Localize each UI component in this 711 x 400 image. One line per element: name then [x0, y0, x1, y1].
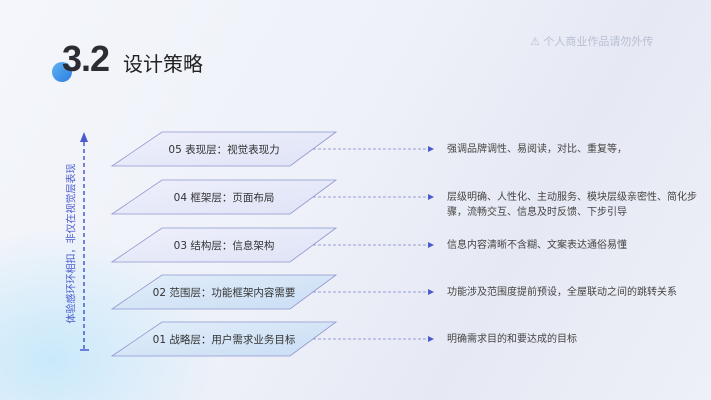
title-dot-icon — [52, 62, 72, 82]
layer-shape — [110, 227, 338, 263]
layer-description: 功能涉及范围度提前预设，全屋联动之间的跳转关系 — [447, 287, 677, 298]
layer-label: 05 表现层：视觉表现力 — [168, 144, 280, 156]
arrow-right-icon — [428, 194, 434, 200]
layer-description: 信息内容清晰不含糊、文案表达通俗易懂 — [447, 240, 627, 251]
layer-label: 03 结构层：信息架构 — [173, 240, 275, 252]
layer-label: 02 范围层：功能框架内容需要 — [152, 287, 296, 299]
watermark: ⚠ 个人商业作品请勿外传 — [530, 35, 654, 48]
layer-description: 明确需求目的和要达成的目标 — [447, 334, 577, 345]
section-number: 3.2 — [62, 38, 110, 79]
axis-arrow-icon — [80, 132, 88, 142]
layer-description: 层级明确、人性化、主动服务、模块层级亲密性、简化步骤，流畅交互、信息及时反馈、下… — [447, 192, 697, 218]
arrow-right-icon — [428, 146, 434, 152]
side-label: 体验感环环相扣，非仅在视觉层表现 — [66, 163, 78, 324]
layer-shape — [110, 131, 338, 167]
layer-description: 强调品牌调性、易阅读，对比、重复等， — [447, 144, 627, 155]
layer-shape — [110, 274, 338, 310]
layer-label: 04 框架层：页面布局 — [173, 192, 275, 204]
arrow-right-icon — [428, 242, 434, 248]
layer-label: 01 战略层：用户需求业务目标 — [152, 334, 296, 346]
layer-shape — [110, 179, 338, 215]
layer-shape — [110, 321, 338, 357]
arrow-right-icon — [428, 289, 434, 295]
arrow-right-icon — [428, 336, 434, 342]
page-title: 设计策略 — [123, 52, 203, 76]
